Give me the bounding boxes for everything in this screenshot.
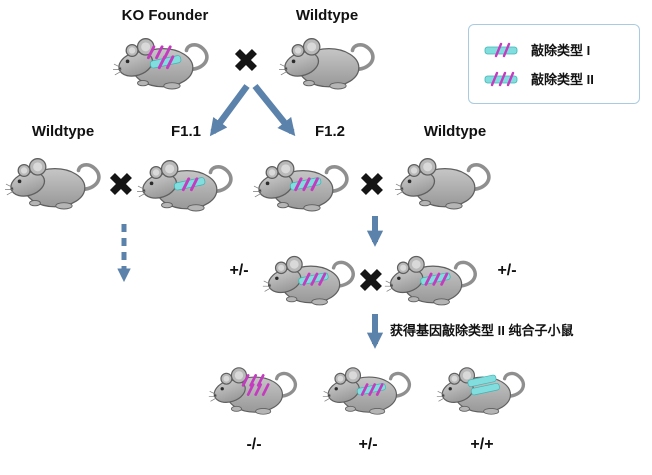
legend-item-type-1: 敲除类型 I (483, 40, 639, 59)
het-left-mouse (262, 254, 355, 307)
legend-label-type-2: 敲除类型 II (531, 72, 594, 87)
legend-item-type-2: 敲除类型 II (483, 69, 639, 88)
cross-icon: ✖ (358, 165, 386, 203)
ko-founder-label: KO Founder (121, 7, 209, 24)
f1-1-mouse (136, 158, 233, 213)
cross-icon: ✖ (357, 261, 385, 299)
genotype-plus-minus-label: +/- (358, 436, 378, 453)
knockout-type-1-allele-icon (484, 42, 518, 57)
mouse-body (394, 156, 491, 211)
wildtype-top-label: Wildtype (295, 7, 359, 24)
genotype-minus-minus-label: -/- (246, 436, 262, 453)
wildtype-right-label: Wildtype (423, 123, 487, 140)
legend: 敲除类型 I 敲除类型 II (468, 24, 640, 104)
wildtype-right-mouse (394, 156, 491, 211)
het-bottom-mouse (322, 366, 412, 416)
cross-icon: ✖ (107, 165, 135, 203)
wildtype-left-mouse (4, 156, 101, 211)
mouse-body (278, 36, 375, 91)
ko-founder-mouse (112, 36, 209, 91)
f1-2-label: F1.2 (314, 123, 345, 140)
result-caption: 获得基因敲除类型 II 纯合子小鼠 (390, 323, 574, 338)
f1-2-mouse (252, 158, 349, 213)
knockout-type-2-allele-icon (484, 71, 518, 86)
het-right-mouse (384, 254, 477, 307)
homozygous-wt-mouse (436, 366, 526, 416)
homozygous-ko-mouse (208, 366, 298, 416)
wildtype-top-mouse (278, 36, 375, 91)
mouse-body (208, 366, 298, 416)
genotype-plus-plus-label: +/+ (470, 436, 494, 453)
cross-icon: ✖ (232, 41, 260, 79)
f1-1-label: F1.1 (170, 123, 201, 140)
het-right-label: +/- (497, 262, 517, 279)
legend-label-type-1: 敲除类型 I (531, 43, 591, 58)
het-left-label: +/- (229, 262, 249, 279)
wildtype-left-label: Wildtype (31, 123, 95, 140)
mouse-body (4, 156, 101, 211)
